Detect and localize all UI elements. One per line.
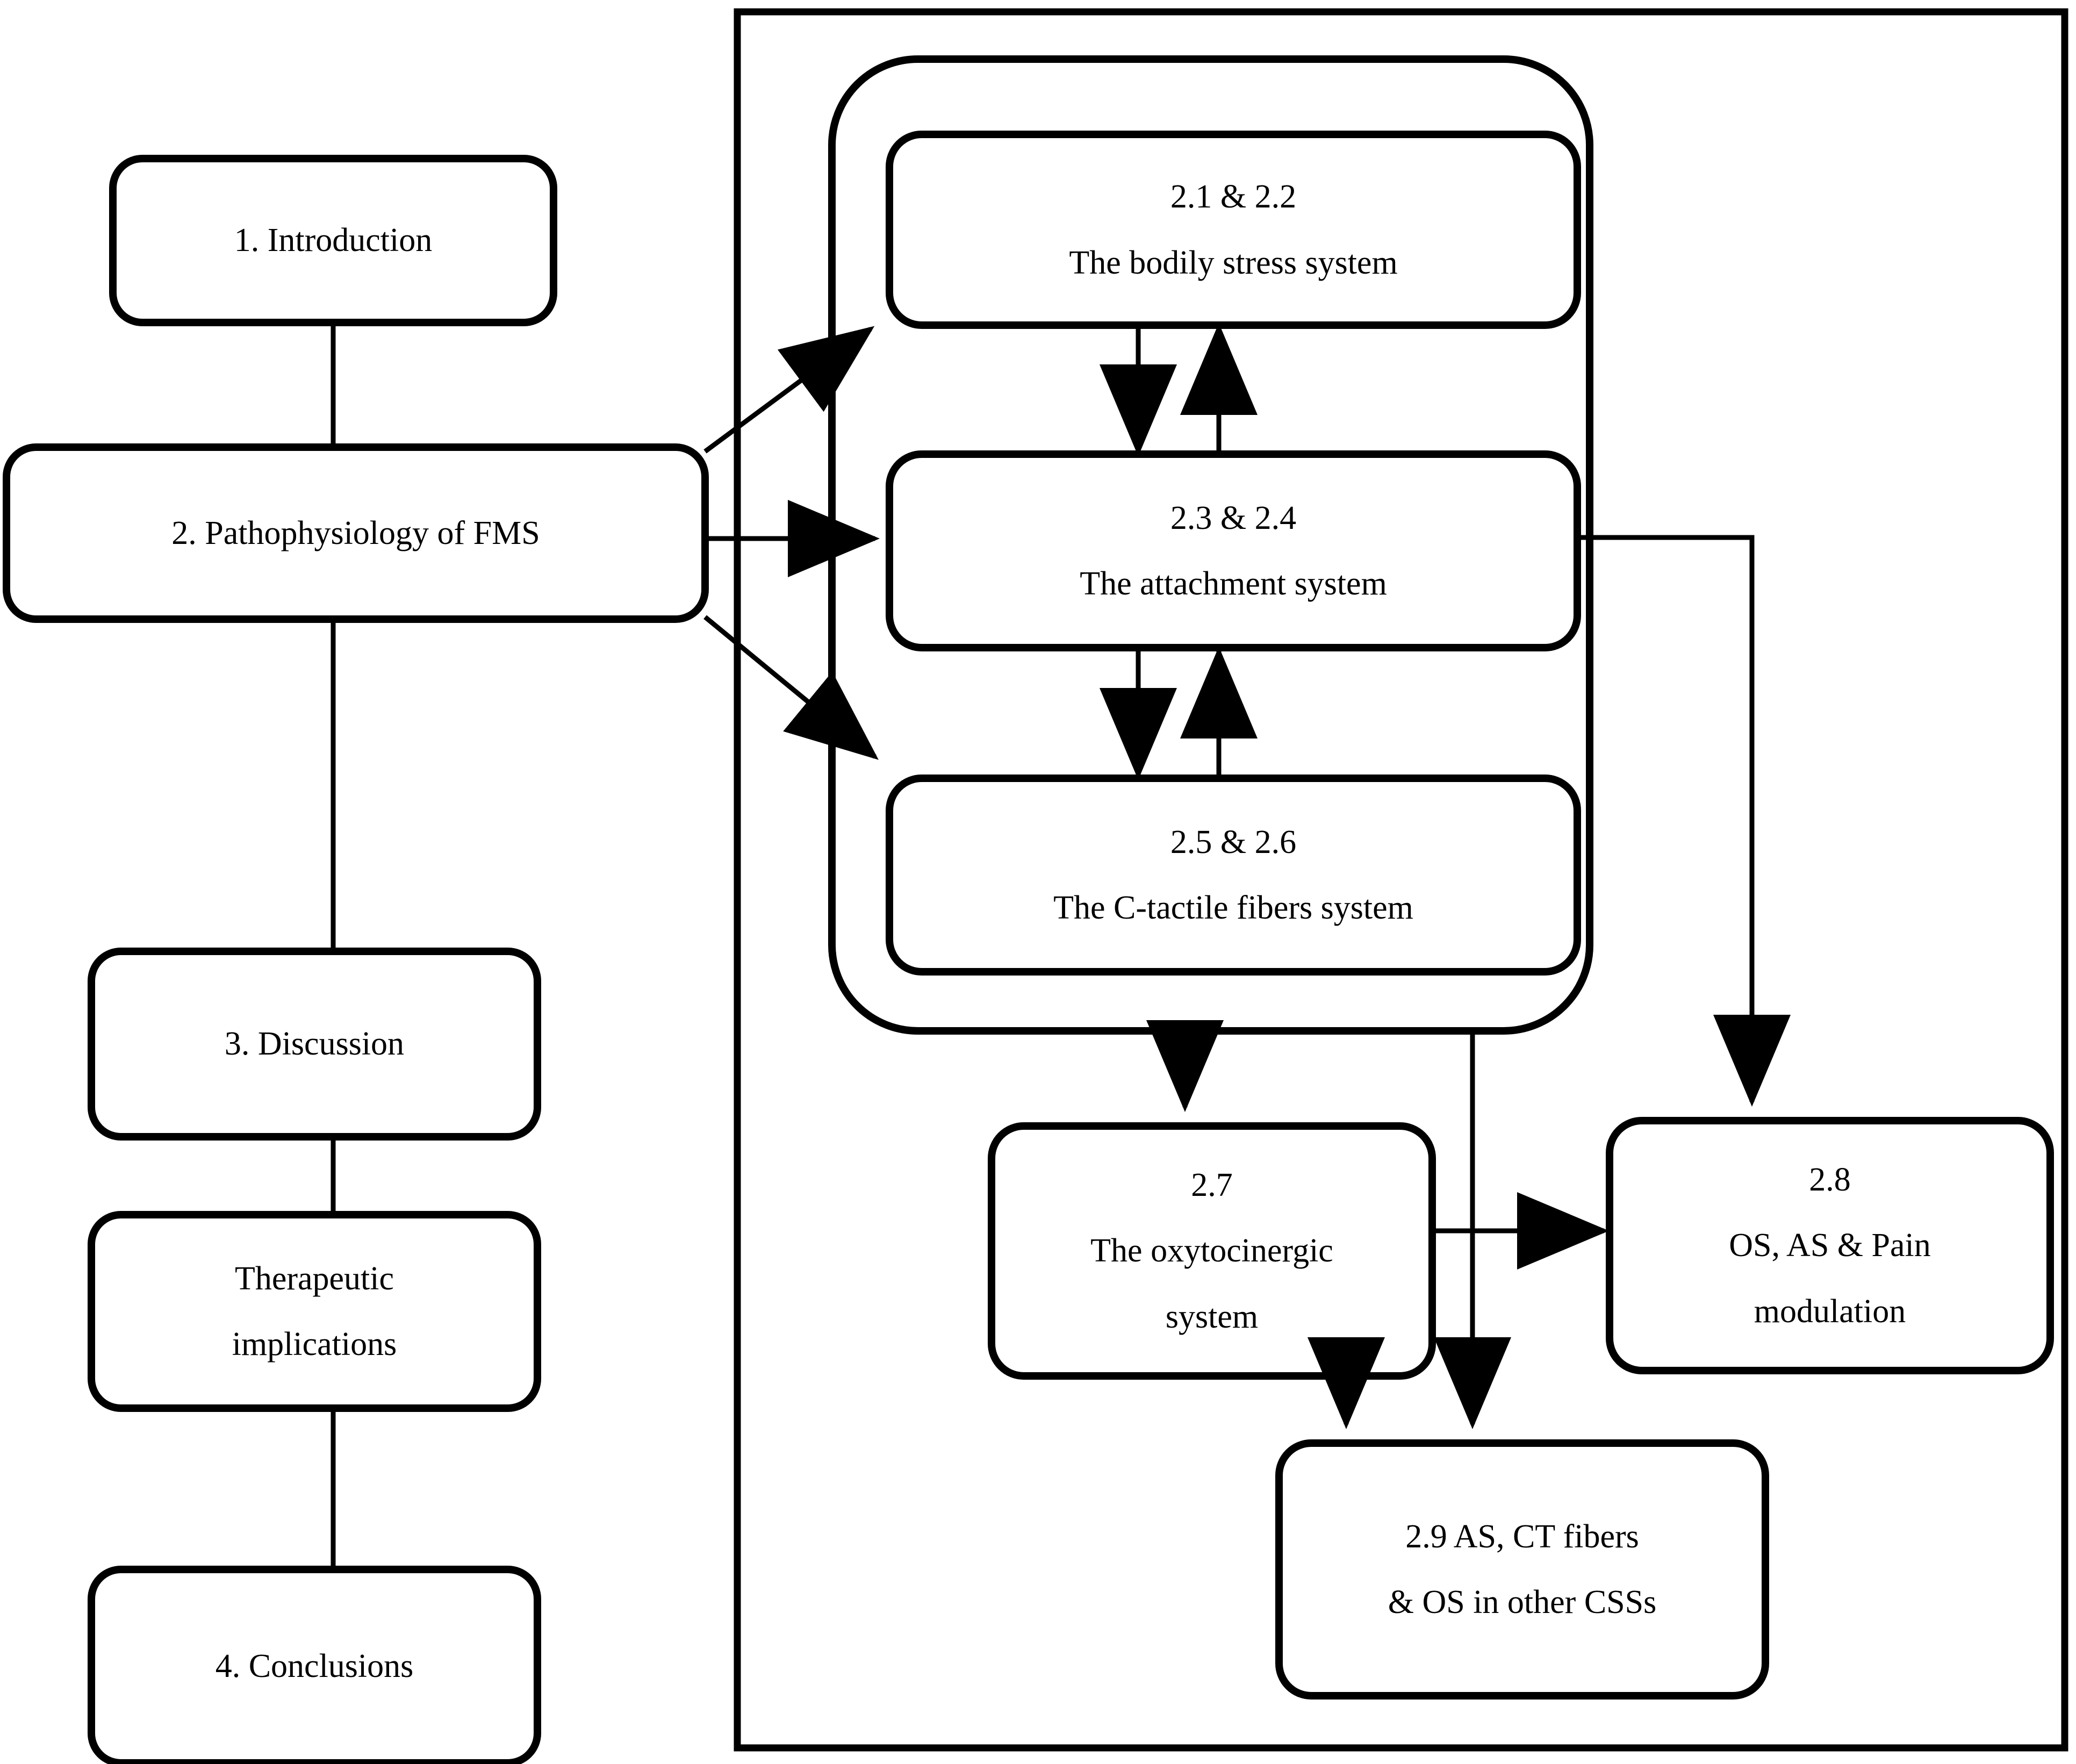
node-c-tactile-fibers-system-box[interactable] [886,775,1581,976]
arrow-attachment-to-pain-modulation [1577,535,1791,1107]
node-therapeutic-implications-box[interactable] [88,1211,541,1412]
node-bodily-stress-system-box[interactable] [886,131,1581,329]
node-os-as-pain-modulation-box[interactable] [1606,1117,2054,1374]
node-as-ct-fibers-os-csss-box[interactable] [1275,1439,1769,1700]
arrow-patho-to-c-tactile [703,615,879,760]
node-introduction-box[interactable] [109,155,557,326]
node-oxytocinergic-system-box[interactable] [988,1122,1436,1380]
node-pathophysiology-box[interactable] [3,443,709,623]
arrow-patho-to-bodily-stress [703,326,875,454]
right-panel-frame [734,8,2068,1752]
node-discussion-box[interactable] [88,948,541,1141]
node-conclusions-box[interactable] [88,1566,541,1764]
node-attachment-system-box[interactable] [886,450,1581,651]
